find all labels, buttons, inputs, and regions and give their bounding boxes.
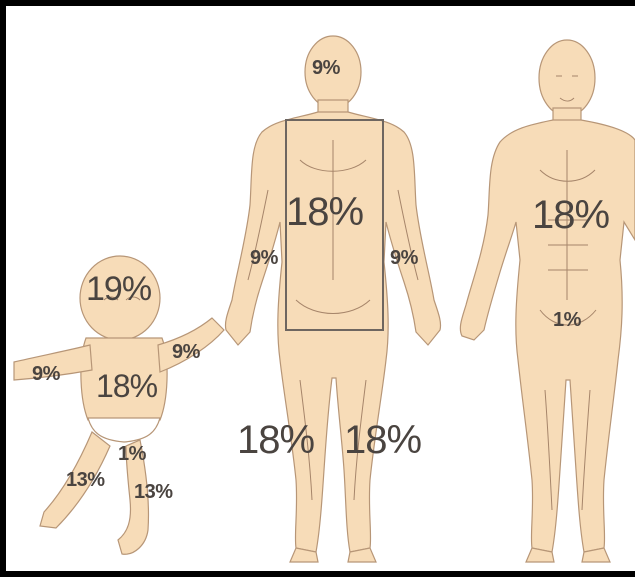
back-left-arm-percent: 9%: [250, 248, 278, 268]
front-groin-percent: 1%: [553, 310, 581, 330]
back-head-percent: 9%: [312, 58, 340, 78]
back-right-arm-percent: 9%: [390, 248, 418, 268]
infant-groin-percent: 1%: [118, 444, 146, 464]
infant-trunk-percent: 18%: [96, 370, 157, 402]
infant-left-arm-percent: 9%: [32, 364, 60, 384]
infant-head-percent: 19%: [86, 272, 151, 306]
back-right-leg-percent: 18%: [344, 420, 421, 460]
infant-right-arm-percent: 9%: [172, 342, 200, 362]
front-adult-figure: [460, 40, 635, 562]
back-trunk-percent: 18%: [286, 192, 363, 232]
infant-left-leg-percent: 13%: [66, 470, 105, 490]
infant-right-leg-percent: 13%: [134, 482, 173, 502]
back-adult-figure: [225, 36, 440, 562]
back-left-leg-percent: 18%: [237, 420, 314, 460]
front-trunk-percent: 18%: [532, 195, 609, 235]
